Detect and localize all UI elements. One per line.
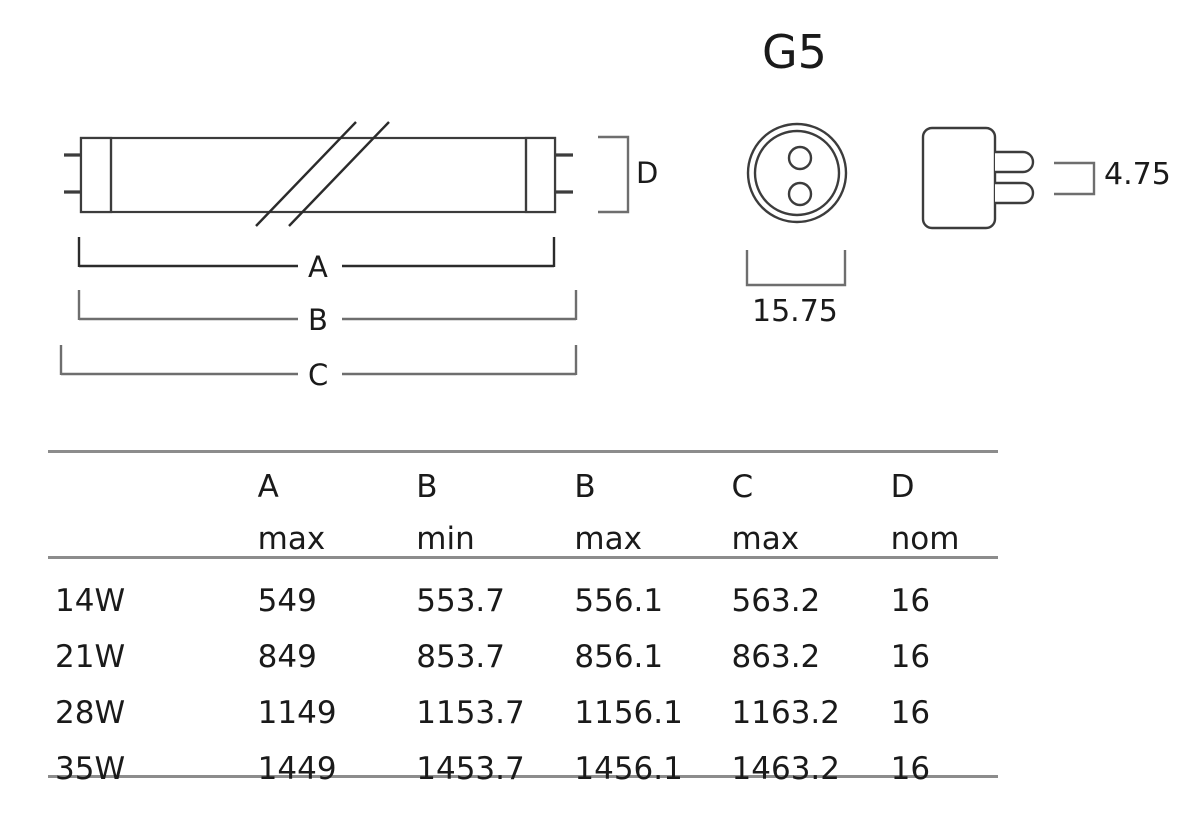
dimension-label-pin-spacing: 4.75 xyxy=(1104,157,1171,192)
cell-wattage: 35W xyxy=(55,751,126,787)
header-letter-c: C xyxy=(731,469,754,505)
cell-b-min: 553.7 xyxy=(416,583,506,619)
cell-b-max: 1456.1 xyxy=(574,751,683,787)
table-row: 21W 849 853.7 856.1 863.2 16 xyxy=(48,619,998,675)
dimension-label-a: A xyxy=(308,250,328,284)
header-letter-a: A xyxy=(257,469,279,505)
dimensions-table: A B B C D max min max max nom 14W xyxy=(48,446,998,787)
dimension-label-d: D xyxy=(636,156,659,190)
cell-d-nom: 16 xyxy=(890,639,931,675)
dimension-bracket-d xyxy=(598,135,630,214)
cell-b-max: 1156.1 xyxy=(574,695,683,731)
cell-d-nom: 16 xyxy=(890,751,931,787)
table-row: 14W 549 553.7 556.1 563.2 16 xyxy=(48,563,998,619)
dimension-line-a xyxy=(77,237,556,268)
cell-wattage: 14W xyxy=(55,583,126,619)
technical-drawing xyxy=(59,121,1096,376)
dimension-bracket-cap-diameter xyxy=(745,250,847,287)
header-qualifier-b-max: max xyxy=(574,521,642,557)
cell-a-max: 549 xyxy=(257,583,317,619)
cell-c-max: 1463.2 xyxy=(731,751,841,787)
header-corner-cell-2 xyxy=(48,505,258,563)
cell-c-max: 563.2 xyxy=(731,583,821,619)
lamp-cap-end-view xyxy=(746,122,848,224)
break-symbol xyxy=(255,121,390,227)
tube-pins-left xyxy=(64,153,81,194)
cell-wattage: 21W xyxy=(55,639,126,675)
table-body: 14W 549 553.7 556.1 563.2 16 21W 849 853… xyxy=(48,563,998,787)
header-qualifier-c-max: max xyxy=(731,521,800,557)
cell-b-max: 856.1 xyxy=(574,639,664,675)
cell-c-max: 1163.2 xyxy=(731,695,841,731)
header-letter-d: D xyxy=(890,469,915,505)
header-qualifier-b-min: min xyxy=(416,521,475,557)
fluorescent-tube-side-view xyxy=(64,121,573,227)
dimension-label-b: B xyxy=(308,303,328,337)
cell-b-min: 1153.7 xyxy=(416,695,525,731)
dimension-label-cap-diameter: 15.75 xyxy=(752,294,838,329)
cell-wattage: 28W xyxy=(55,695,126,731)
tube-cap-left xyxy=(79,136,113,214)
cap-detail-body xyxy=(921,126,997,230)
lamp-cap-side-detail xyxy=(921,126,1035,230)
header-qualifier-a-max: max xyxy=(257,521,326,557)
table-rule-header xyxy=(48,556,998,559)
table-row: 28W 1149 1153.7 1156.1 1163.2 16 xyxy=(48,675,998,731)
header-qualifier-d-nom: nom xyxy=(890,521,960,557)
cap-inner-circle xyxy=(753,129,841,217)
cell-b-max: 556.1 xyxy=(574,583,664,619)
dimension-line-c xyxy=(59,345,578,376)
cell-a-max: 1449 xyxy=(257,751,337,787)
tube-cap-right xyxy=(524,136,557,214)
cap-detail-pin-bottom xyxy=(995,181,1035,205)
table-row: 35W 1449 1453.7 1456.1 1463.2 16 xyxy=(48,731,998,787)
table-rule-bottom xyxy=(48,775,998,778)
dimensions-table-wrapper: A B B C D max min max max nom 14W xyxy=(48,446,998,787)
dimension-bracket-pin-spacing xyxy=(1054,161,1096,196)
dimension-label-c: C xyxy=(308,358,329,392)
page-title: G5 xyxy=(762,25,827,79)
cell-d-nom: 16 xyxy=(890,583,931,619)
table-header-row-qualifiers: max min max max nom xyxy=(48,505,998,563)
cell-c-max: 863.2 xyxy=(731,639,821,675)
cell-a-max: 1149 xyxy=(257,695,337,731)
header-letter-b-max: B xyxy=(574,469,596,505)
cell-a-max: 849 xyxy=(257,639,317,675)
table-rule-top xyxy=(48,450,998,453)
cell-d-nom: 16 xyxy=(890,695,931,731)
header-corner-cell xyxy=(48,446,258,505)
cell-b-min: 853.7 xyxy=(416,639,506,675)
tube-pins-right xyxy=(555,153,573,194)
dimension-line-b xyxy=(77,290,578,321)
cap-pin-hole-bottom xyxy=(787,181,813,207)
cap-pin-hole-top xyxy=(787,145,813,171)
cap-detail-pin-top xyxy=(995,150,1035,174)
tube-body xyxy=(79,136,557,214)
cell-b-min: 1453.7 xyxy=(416,751,525,787)
table-header-row-letters: A B B C D xyxy=(48,446,998,505)
header-letter-b-min: B xyxy=(416,469,438,505)
